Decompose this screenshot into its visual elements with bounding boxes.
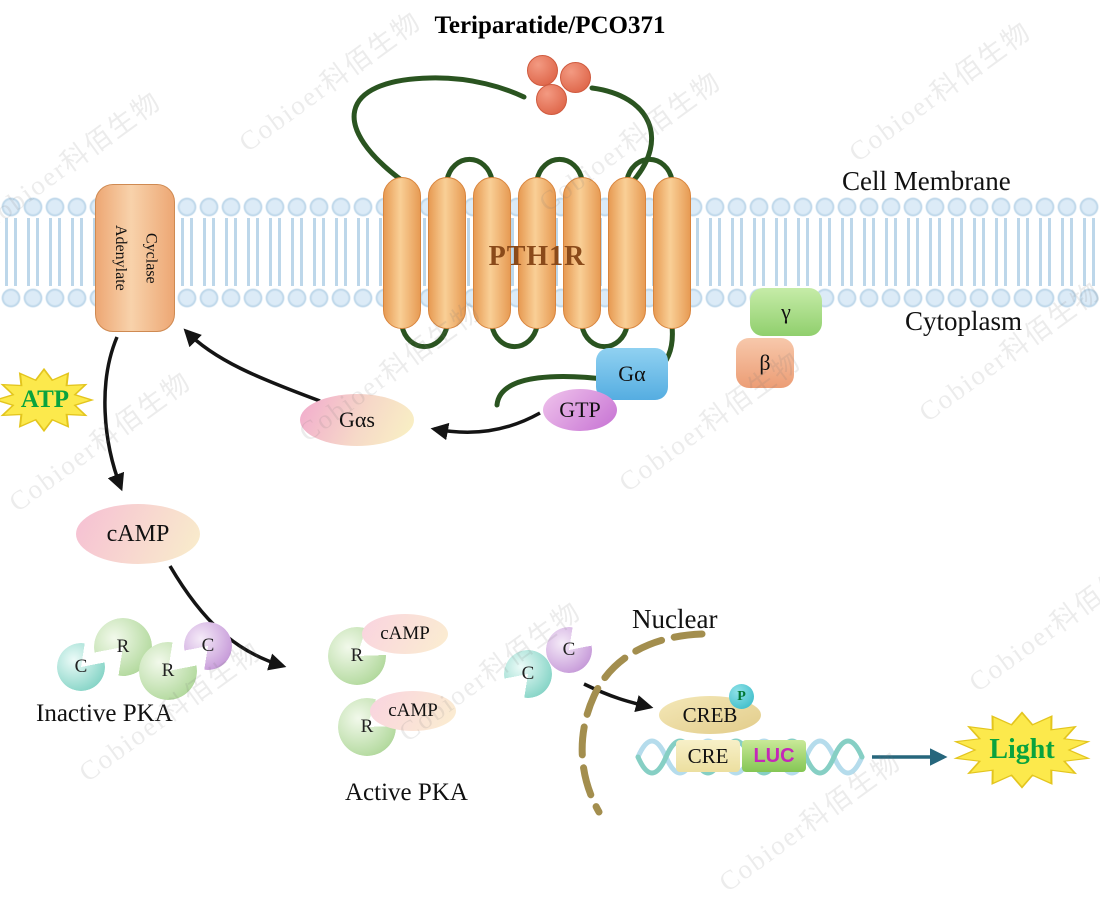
receptor-helix-3 (473, 177, 511, 329)
g-beta-label: β (759, 350, 771, 375)
cre-element: CRE (676, 740, 740, 772)
arrow-ac-to-camp (103, 336, 125, 492)
receptor-helix-4 (518, 177, 556, 329)
receptor-helix-5 (563, 177, 601, 329)
luc-label: LUC (753, 744, 795, 767)
pka-r-label: R (161, 660, 175, 681)
light-label: Light (989, 734, 1055, 765)
atp-starburst (0, 367, 95, 433)
g-alpha-subunit: Gα (596, 348, 668, 400)
phosphate-badge: P (729, 684, 754, 709)
pka-c-subunit: C (184, 622, 232, 670)
adenylate-cyclase-label: Adenylate Cyclase (105, 225, 166, 291)
pka-r-subunit: R (338, 698, 396, 756)
camp-bound-label: cAMP (388, 700, 438, 721)
pka-r-subunit: R (139, 642, 197, 700)
pka-c-subunit: C (57, 643, 105, 691)
receptor-helix-7 (653, 177, 691, 329)
nuclear-envelope (578, 630, 706, 816)
pka-c-subunit: C (504, 650, 552, 698)
inactive-pka-label: Inactive PKA (36, 700, 173, 727)
luc-reporter: LUC (742, 740, 806, 772)
receptor-name-label: PTH1R (488, 241, 586, 272)
pka-c-label: C (521, 663, 535, 684)
receptor-helix-1 (383, 177, 421, 329)
pka-r-label: R (360, 716, 374, 737)
adenylate-cyclase-line2: Cyclase (142, 232, 160, 284)
pka-r-subunit: R (94, 618, 152, 676)
adenylate-cyclase: Adenylate Cyclase (95, 184, 175, 332)
active-pka-label: Active PKA (345, 779, 468, 806)
g-alpha-label: Gα (618, 361, 646, 386)
pka-r-label: R (116, 636, 130, 657)
ligand-molecule (527, 55, 558, 86)
pka-c-subunit: C (546, 627, 592, 673)
phosphate-label: P (737, 688, 746, 704)
receptor-helix-2 (428, 177, 466, 329)
camp-label: cAMP (106, 520, 170, 547)
g-gamma-subunit: γ (750, 288, 822, 336)
pka-r-subunit: R (328, 627, 386, 685)
ligand-molecule (536, 84, 567, 115)
gtp-label: GTP (559, 397, 601, 422)
cytoplasm-label: Cytoplasm (905, 306, 1023, 336)
pka-c-label: C (74, 656, 88, 677)
g-alpha-s-subunit: Gαs (300, 394, 414, 446)
camp-bound: cAMP (362, 614, 448, 654)
camp-bound: cAMP (370, 691, 456, 731)
gtp-molecule: GTP (543, 389, 617, 431)
camp-molecule: cAMP (76, 504, 200, 564)
g-alpha-s-label: Gαs (339, 407, 375, 432)
g-beta-subunit: β (736, 338, 794, 388)
cell-membrane-label: Cell Membrane (842, 166, 1011, 196)
pka-c-label: C (562, 639, 576, 660)
arrow-c-to-creb (583, 682, 654, 713)
atp-label: ATP (20, 386, 70, 413)
arrow-gtp-to-gas (430, 411, 541, 441)
pka-c-label: C (201, 635, 215, 656)
camp-bound-label: cAMP (380, 623, 430, 644)
arrow-gas-to-ac (183, 328, 321, 403)
adenylate-cyclase-line1: Adenylate (112, 225, 129, 291)
diagram-title: Teriparatide/PCO371 (434, 12, 666, 39)
receptor-helix-6 (608, 177, 646, 329)
creb-label: CREB (682, 702, 738, 727)
light-starburst (953, 711, 1091, 789)
nuclear-label: Nuclear (632, 604, 718, 634)
g-gamma-label: γ (781, 299, 791, 324)
pka-r-label: R (350, 645, 364, 666)
cre-label: CRE (687, 743, 729, 768)
ligand-molecule (560, 62, 591, 93)
